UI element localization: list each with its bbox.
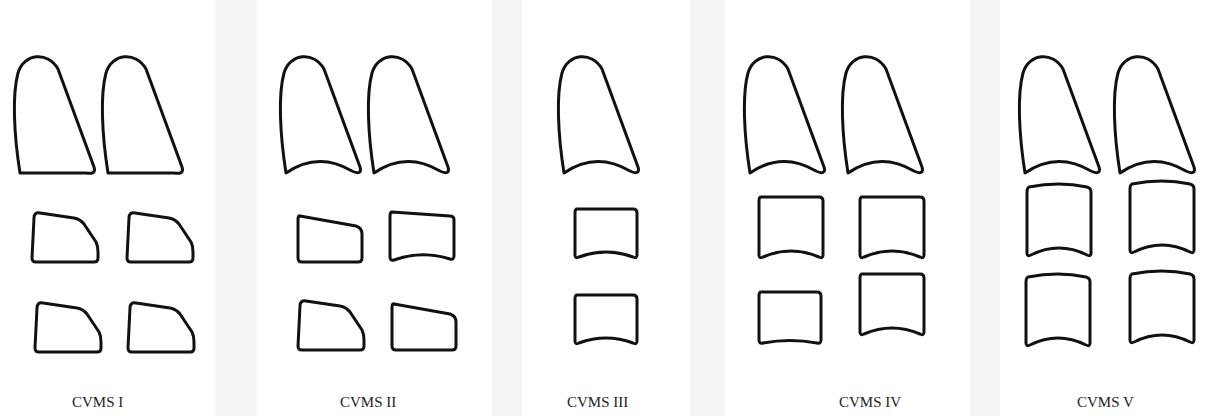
stage-label: CVMS II <box>340 394 396 411</box>
stage-label: CVMS I <box>72 394 123 411</box>
stage-label: CVMS V <box>1077 394 1134 411</box>
vertebra-outline <box>14 57 1194 352</box>
stage-label: CVMS III <box>567 394 628 411</box>
stage-label: CVMS IV <box>839 394 901 411</box>
panel-separator <box>215 0 1000 416</box>
